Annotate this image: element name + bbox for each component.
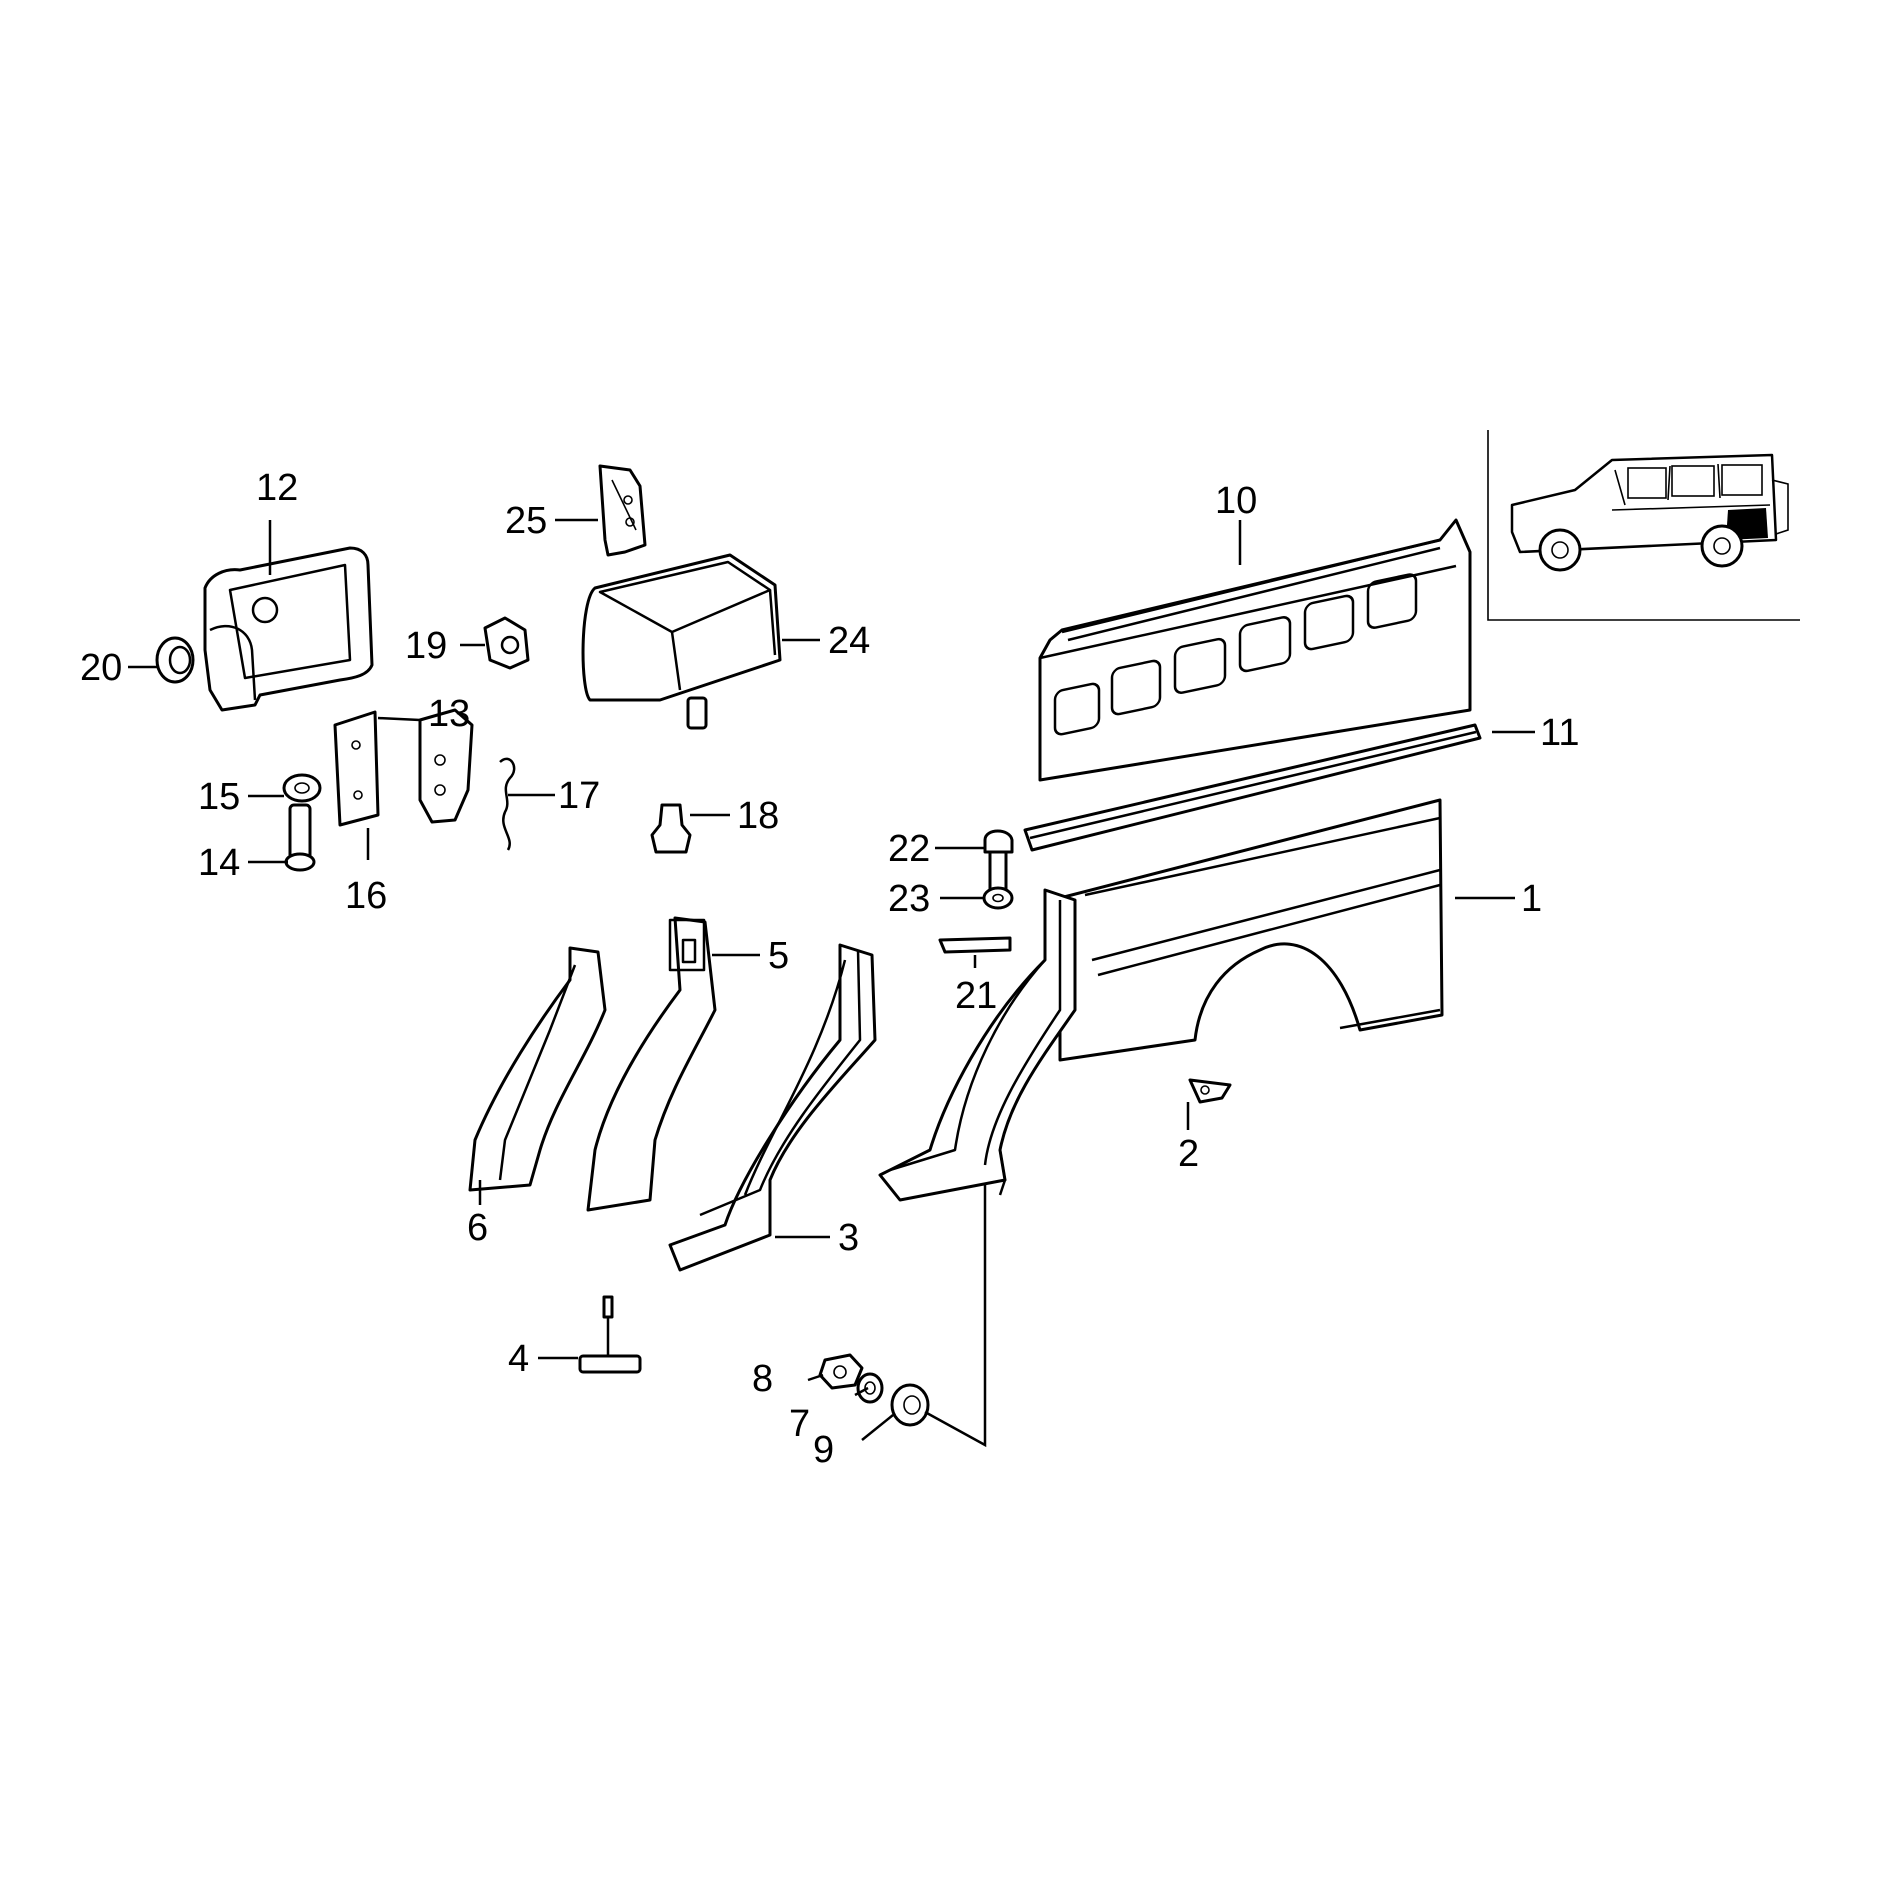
- part-22-bolt: [983, 829, 1014, 894]
- callout-24: 24: [828, 620, 870, 662]
- part-3-reinforcement: [668, 943, 877, 1272]
- callout-16: 16: [345, 875, 387, 917]
- callout-labels: 1 2 3 4 5 6 7 8 9 10 11 12 13 14 15 16 1…: [80, 467, 1579, 1471]
- callout-3: 3: [838, 1217, 859, 1259]
- callout-10: 10: [1215, 480, 1257, 522]
- part-12-filler-housing: [203, 546, 374, 712]
- callout-13: 13: [428, 693, 470, 735]
- part-24-box: [581, 553, 782, 730]
- part-2-clip: [1188, 1078, 1232, 1104]
- part-17-spring: [499, 757, 516, 851]
- leader-lines: [128, 518, 1535, 1448]
- part-19-latch: [483, 616, 530, 670]
- part-7-washer: [856, 1372, 884, 1404]
- part-11-strip: [1023, 723, 1482, 852]
- part-10-side-panel: [1038, 518, 1472, 782]
- part-20-filler-cap: [155, 636, 195, 684]
- callout-18: 18: [737, 795, 779, 837]
- part-8-nut: [818, 1353, 864, 1390]
- part-1-quarter-panel: [1058, 798, 1444, 1062]
- part-13-hinge: [418, 708, 474, 824]
- part-21-plate: [938, 936, 1012, 954]
- callout-8: 8: [752, 1358, 773, 1400]
- callout-20: 20: [80, 647, 122, 689]
- part-15-washer: [282, 773, 322, 803]
- vehicle-locator-inset: [1487, 430, 1800, 621]
- vehicle-locator-icon: [1510, 453, 1789, 572]
- part-5-pillar: [586, 916, 717, 1212]
- part-4-block: [578, 1295, 642, 1374]
- callout-4: 4: [508, 1338, 529, 1380]
- callout-17: 17: [558, 775, 600, 817]
- callout-5: 5: [768, 935, 789, 977]
- callout-7: 7: [789, 1403, 810, 1445]
- part-16-plate: [333, 710, 380, 827]
- callout-21: 21: [955, 975, 997, 1017]
- callout-6: 6: [467, 1207, 488, 1249]
- inset-frame: [1487, 430, 1800, 621]
- callout-19: 19: [405, 625, 447, 667]
- callout-22: 22: [888, 828, 930, 870]
- callout-2: 2: [1178, 1133, 1199, 1175]
- callout-23: 23: [888, 878, 930, 920]
- part-14-bolt: [284, 803, 316, 872]
- part-6-pillar: [468, 946, 607, 1192]
- part-25-bracket: [598, 464, 647, 557]
- callout-11: 11: [1540, 712, 1579, 754]
- callout-14: 14: [198, 842, 240, 884]
- callout-15: 15: [198, 776, 240, 818]
- callout-9: 9: [813, 1429, 834, 1471]
- part-9-washer: [890, 1383, 930, 1427]
- callout-25: 25: [505, 500, 547, 542]
- part-23-washer: [982, 886, 1014, 910]
- callout-12: 12: [256, 467, 298, 509]
- part-1-wheel-arch: [878, 888, 1077, 1202]
- callout-1: 1: [1521, 878, 1542, 920]
- part-18-grommet: [650, 803, 692, 854]
